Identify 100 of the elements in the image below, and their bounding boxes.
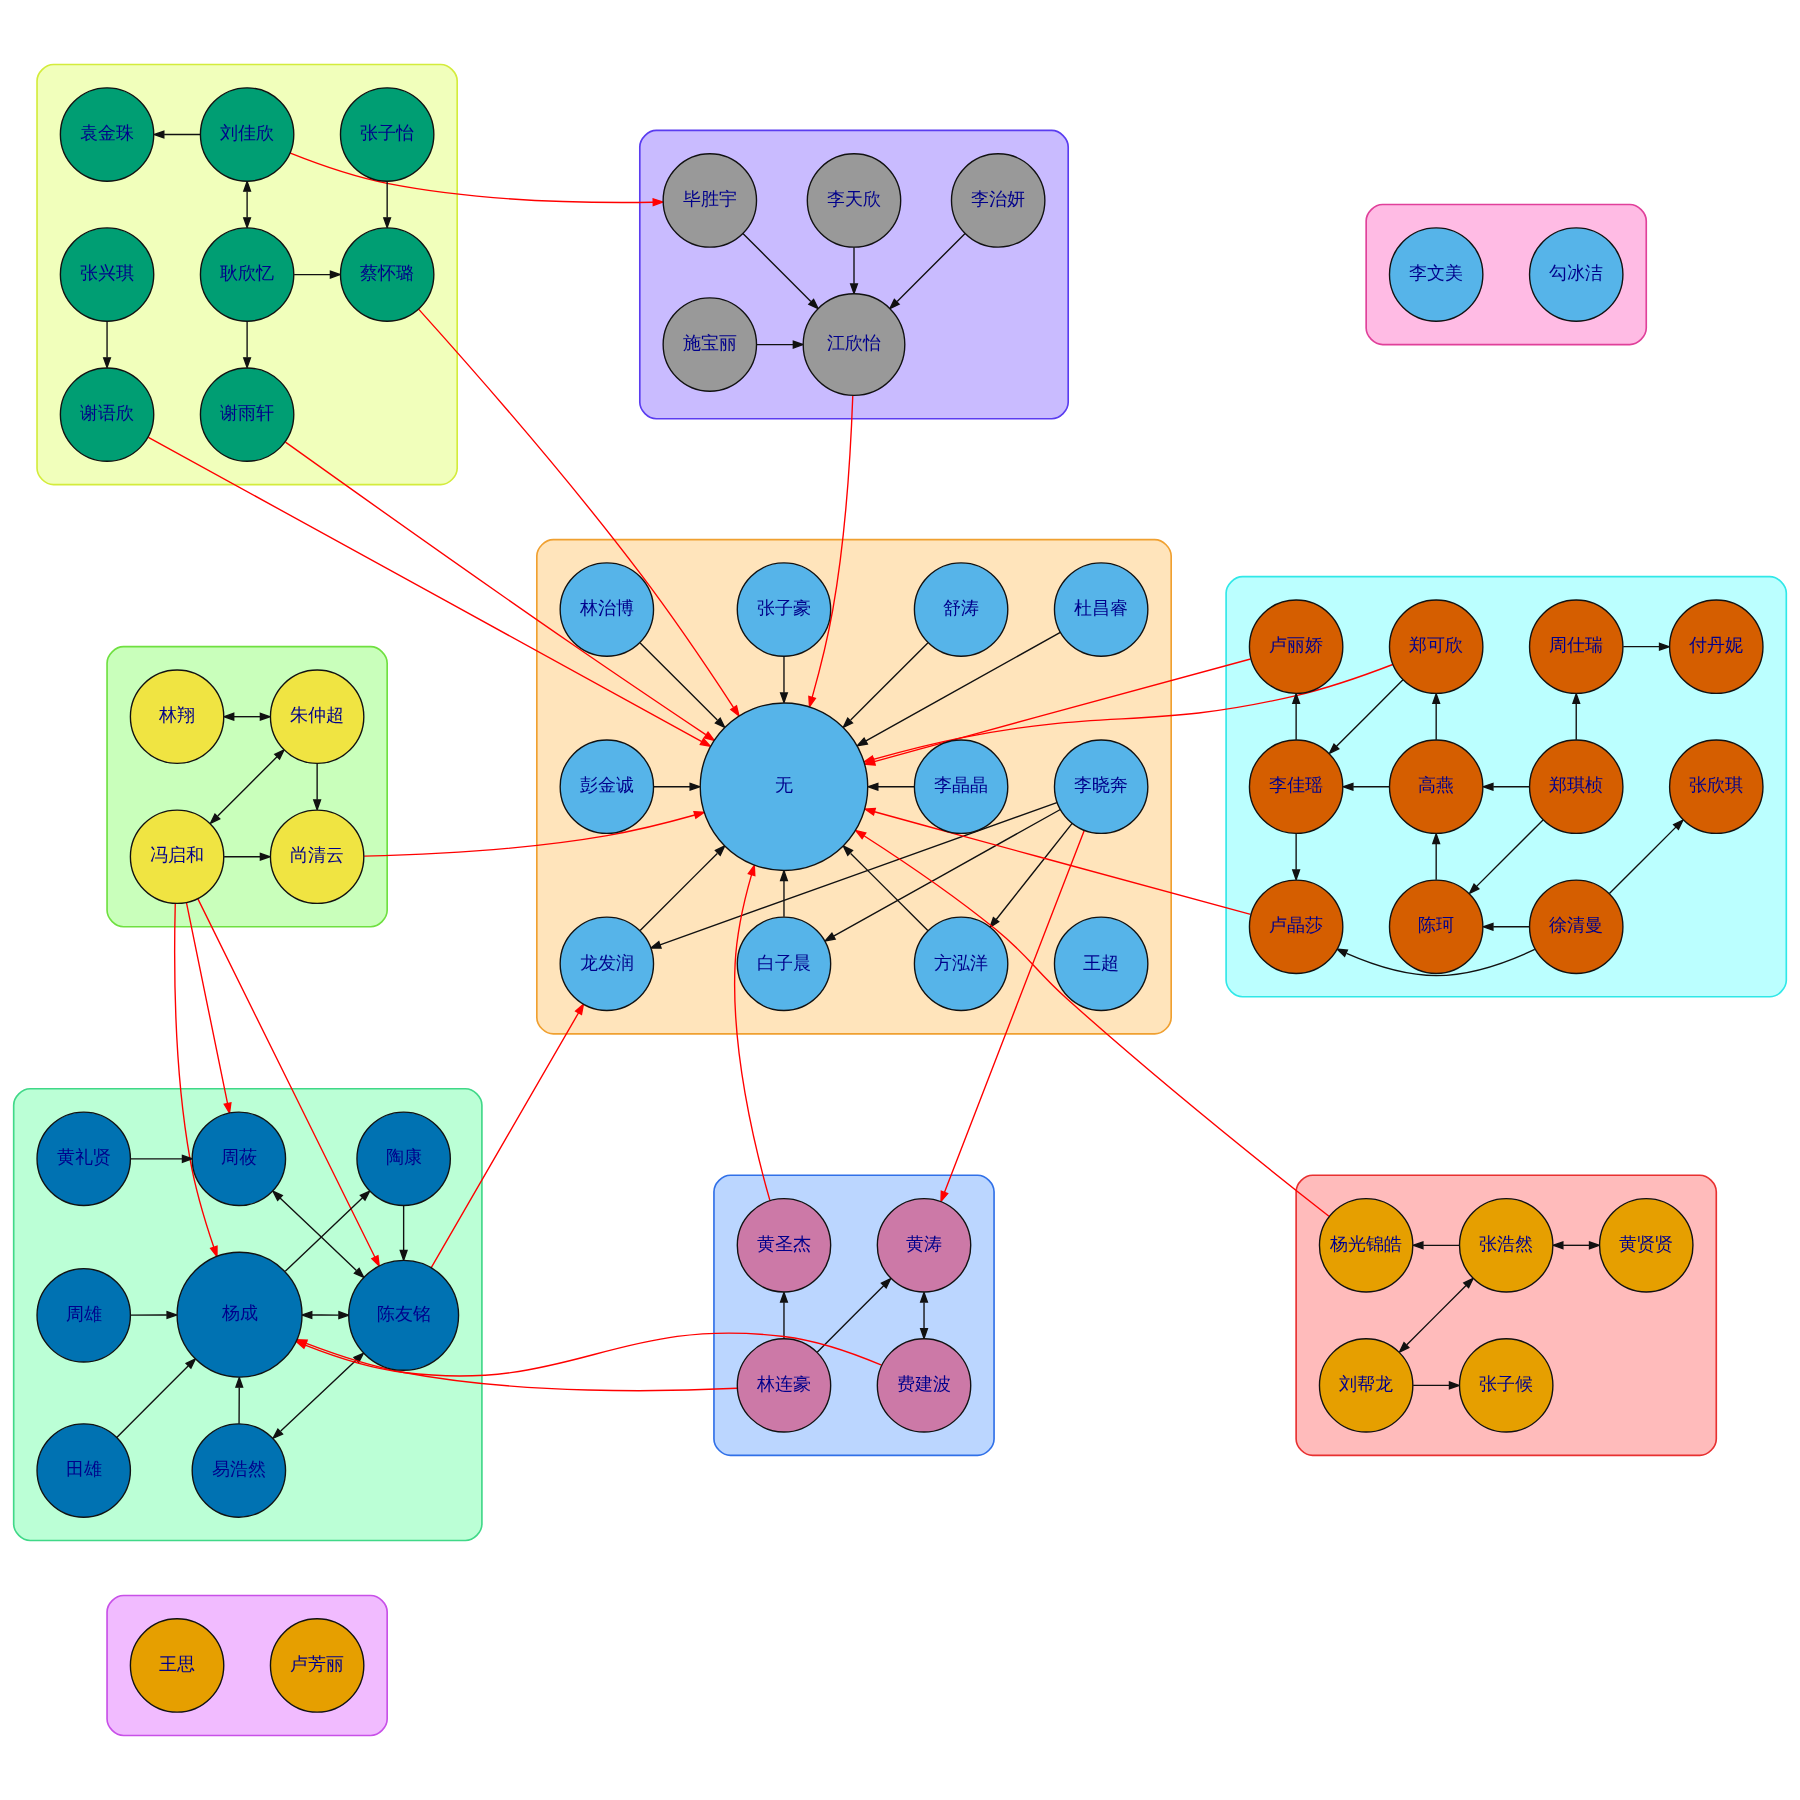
arrow [147,436,713,748]
arrow [1571,691,1581,741]
arrow [919,1290,929,1341]
arrow [823,808,1061,942]
node-circle: 耿欣忆 [199,227,295,322]
node-circle: 谢雨轩 [199,367,295,462]
node-circle: 高燕 [1388,739,1484,835]
node-circle: 李天欣 [806,153,902,248]
node-circle: 刘佳欣 [199,87,295,182]
node-circle: 周仕瑞 [1528,599,1624,695]
node-circle: 林治博 [559,562,655,657]
arrow [1291,691,1301,741]
node-circle: 卢晶莎 [1248,879,1344,975]
arrow [1412,1381,1462,1390]
arrow [130,1154,195,1164]
arrow [1328,679,1404,755]
arrow [888,232,966,311]
node-circle: 李文美 [1388,227,1484,322]
cluster [1365,203,1648,346]
arrow [363,811,707,857]
node-circle: 田雄 [36,1423,132,1518]
arrow [1608,818,1685,895]
arrow [1291,833,1301,882]
node-circle: 黄礼贤 [36,1111,132,1207]
node-circle: 张子豪 [736,562,832,657]
arrow [808,395,854,709]
node-circle: 袁金珠 [59,87,155,182]
arrow [1481,922,1530,932]
node-circle: 林连豪 [736,1338,832,1433]
arrow [1431,691,1441,741]
node-circle: 张子候 [1458,1338,1554,1433]
arrow [300,1310,351,1320]
node-circle: 施宝丽 [662,297,758,392]
node-circle: 张欣琪 [1668,739,1764,835]
arrow [648,801,1058,949]
arrow [742,232,820,311]
arrow [271,1189,366,1279]
node-circle: 费建波 [876,1338,972,1433]
arrow [185,901,232,1116]
node-circle: 杨光锦皓 [1318,1197,1414,1293]
node-circle: 李晶晶 [913,739,1009,835]
arrow [1468,819,1544,895]
node-circle: 陈珂 [1388,879,1484,975]
arrow [653,782,702,792]
cluster [536,538,1172,1035]
node-circle: 张子怡 [339,87,435,182]
arrow [639,844,727,932]
cluster [106,645,388,928]
arrow [293,270,343,279]
arrow [733,863,771,1202]
arrow [1622,642,1672,651]
node-circle: 白子晨 [736,916,832,1012]
arrow [866,782,915,792]
arrow [1411,1241,1460,1250]
arrow [382,180,392,230]
arrow [234,1375,244,1425]
node-circle: 张浩然 [1458,1197,1554,1293]
node-circle: 舒涛 [913,562,1009,657]
node-circle: 李治妍 [950,153,1046,248]
cluster [36,63,458,486]
arrow [242,320,252,370]
arrow [284,1189,372,1272]
arrow [102,320,112,370]
arrow [284,441,716,742]
arrow [223,852,273,862]
arrow [1551,1241,1602,1250]
arrow [116,1357,197,1439]
node-circle: 付丹妮 [1668,599,1764,695]
arrow [854,829,1330,1217]
node-circle: 林翔 [129,669,225,765]
arrow [1335,948,1536,977]
arrow [197,898,381,1268]
arrow [1431,831,1441,881]
arrow [222,712,273,722]
arrow [430,1002,585,1269]
arrow [841,642,929,729]
arrow [399,1205,408,1263]
node-circle: 郑琪桢 [1528,739,1624,835]
arrow [174,903,218,1259]
arrow [639,642,727,729]
node-circle: 勾冰洁 [1528,227,1624,322]
node-circle: 尚清云 [269,809,365,905]
node-circle: 江欣怡 [802,293,906,397]
node-circle: 卢芳丽 [269,1618,365,1713]
arrow [863,807,1252,916]
cluster [106,1594,388,1737]
node-circle: 郑可欣 [1388,599,1484,695]
node-circle: 陈友铭 [348,1259,460,1371]
arrow [841,844,929,932]
node-circle: 周雄 [36,1268,132,1363]
node-circle: 王思 [129,1618,225,1713]
node-circle: 龙发润 [559,916,655,1012]
node-circle: 卢丽娇 [1248,599,1344,695]
arrow [779,868,789,918]
node-circle: 朱仲超 [269,669,365,765]
node-circle: 徐清曼 [1528,879,1624,975]
arrow [289,152,665,207]
arrow [312,763,322,812]
arrow [1398,1277,1475,1354]
arrow [855,631,1061,747]
